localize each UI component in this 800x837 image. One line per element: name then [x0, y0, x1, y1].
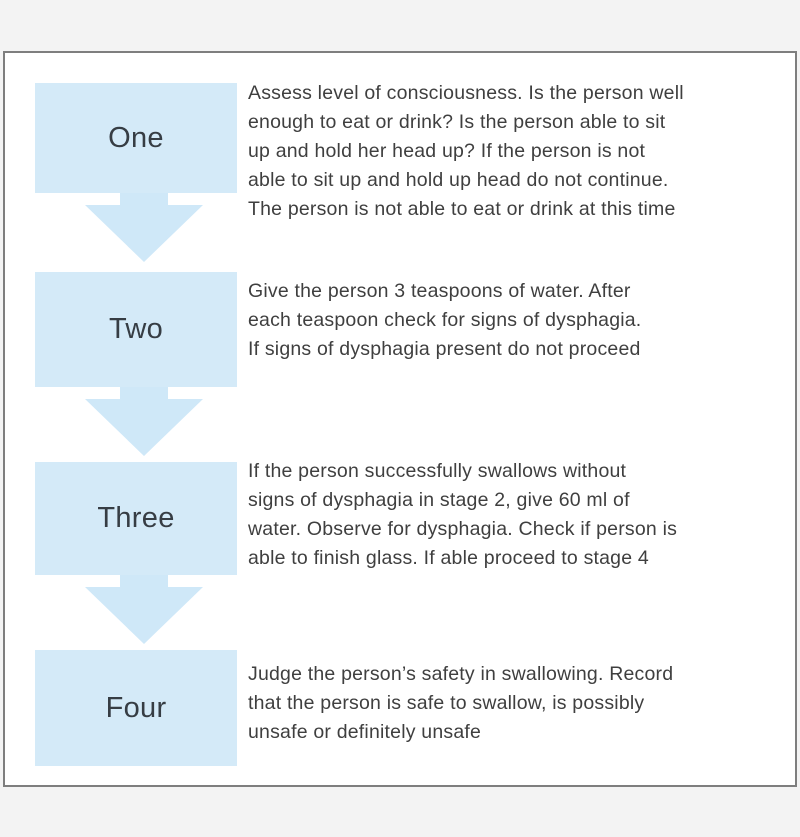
description-line: enough to eat or drink? Is the person ab…	[248, 111, 666, 133]
stage-label-three: Three	[97, 502, 175, 534]
stage-description-one: Assess level of consciousness. Is the pe…	[248, 79, 788, 224]
description-line: up and hold her head up? If the person i…	[248, 140, 646, 162]
stage-label-two: Two	[108, 313, 164, 345]
flowchart-panel: One Assess level of consciousness. Is th…	[3, 51, 797, 787]
description-line: unsafe or definitely unsafe	[248, 721, 482, 743]
description-line: If signs of dysphagia present do not pro…	[248, 338, 641, 360]
description-line: that the person is safe to swallow, is p…	[248, 692, 645, 714]
down-arrow-icon	[85, 193, 203, 262]
stage-label-one: One	[108, 121, 164, 154]
down-arrow-icon	[85, 387, 203, 456]
description-line: signs of dysphagia in stage 2, give 60 m…	[248, 489, 630, 511]
stage-box-one: One	[35, 83, 237, 193]
description-line: able to sit up and hold up head do not c…	[248, 169, 669, 191]
stage-description-two: Give the person 3 teaspoons of water. Af…	[248, 277, 788, 364]
description-line: Judge the person’s safety in swallowing.…	[248, 663, 674, 685]
stage-box-four: Four	[35, 650, 237, 766]
description-line: able to finish glass. If able proceed to…	[248, 547, 649, 569]
stage-label-four: Four	[105, 691, 167, 724]
description-line: If the person successfully swallows with…	[248, 460, 627, 482]
stage-box-three: Three	[35, 462, 237, 575]
stage-box-two: Two	[35, 272, 237, 387]
stage-description-three: If the person successfully swallows with…	[248, 457, 788, 573]
description-line: each teaspoon check for signs of dysphag…	[248, 309, 642, 331]
description-line: Assess level of consciousness. Is the pe…	[248, 82, 684, 104]
description-line: The person is not able to eat or drink a…	[248, 198, 676, 220]
down-arrow-icon	[85, 575, 203, 644]
description-line: water. Observe for dysphagia. Check if p…	[248, 518, 678, 540]
description-line: Give the person 3 teaspoons of water. Af…	[248, 280, 631, 302]
stage-description-four: Judge the person’s safety in swallowing.…	[248, 660, 788, 747]
